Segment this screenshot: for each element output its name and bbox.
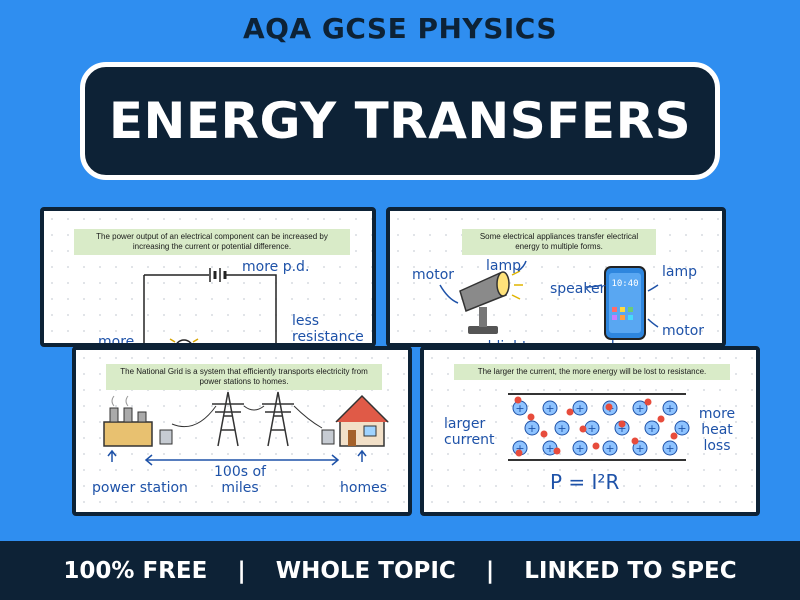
ion-icon: + — [644, 420, 660, 436]
page-title: ENERGY TRANSFERS — [108, 92, 692, 150]
svg-text:+: + — [665, 402, 674, 415]
ion-icon: + — [662, 440, 678, 456]
electron-flow-diagram: ++++++++++++++++++ — [508, 393, 690, 461]
electron-icon — [618, 420, 626, 428]
slide-national-grid: The National Grid is a system that effic… — [72, 346, 412, 516]
label-power-station: power station — [92, 480, 188, 496]
pylon-icon-1 — [212, 391, 244, 447]
label-larger-current: larger current — [444, 416, 495, 448]
ion-icon: + — [602, 440, 618, 456]
label-more-heat-loss: more heat loss — [698, 406, 736, 454]
svg-text:+: + — [575, 442, 584, 455]
svg-text:+: + — [527, 422, 536, 435]
ion-icon: + — [554, 420, 570, 436]
label-homes: homes — [340, 480, 387, 496]
electron-icon — [631, 437, 639, 445]
ion-icon: + — [572, 440, 588, 456]
label-more: more — [98, 334, 135, 347]
ion-icon: + — [584, 420, 600, 436]
electron-icon — [527, 413, 535, 421]
ion-icon: + — [662, 400, 678, 416]
ion-icon: + — [632, 440, 648, 456]
electron-icon — [515, 449, 523, 457]
slide-caption: The power output of an electrical compon… — [74, 229, 350, 255]
svg-text:+: + — [515, 442, 524, 455]
footer-divider: | — [485, 557, 495, 584]
circuit-diagram — [143, 268, 277, 343]
electron-icon — [579, 425, 587, 433]
ion-icon: + — [524, 420, 540, 436]
electron-icon — [670, 432, 678, 440]
label-lamp-2: lamp — [662, 264, 697, 280]
electron-icon — [553, 447, 561, 455]
svg-text:+: + — [515, 402, 524, 415]
svg-text:+: + — [587, 422, 596, 435]
label-less-resistance: less resistance — [292, 313, 364, 345]
svg-text:+: + — [677, 422, 686, 435]
ion-icon: + — [674, 420, 690, 436]
house-icon — [335, 394, 389, 447]
label-searchlight: searchlight — [450, 339, 528, 347]
svg-text:+: + — [635, 402, 644, 415]
ion-icon: + — [512, 400, 528, 416]
svg-text:+: + — [545, 442, 554, 455]
electron-icon — [644, 398, 652, 406]
electron-icon — [657, 415, 665, 423]
slide-current-resistance: The larger the current, the more energy … — [420, 346, 760, 516]
slide-power-output: The power output of an electrical compon… — [40, 207, 376, 347]
label-motor-2: motor — [662, 323, 705, 339]
svg-text:+: + — [635, 442, 644, 455]
electron-icon — [605, 403, 613, 411]
svg-text:+: + — [557, 422, 566, 435]
label-phone: phone — [602, 339, 646, 347]
course-subtitle: AQA GCSE PHYSICS — [242, 12, 558, 45]
slide-caption: The National Grid is a system that effic… — [106, 364, 382, 390]
svg-text:+: + — [665, 442, 674, 455]
svg-text:+: + — [617, 422, 626, 435]
slide-appliances: Some electrical appliances transfer elec… — [386, 207, 726, 347]
svg-text:+: + — [647, 422, 656, 435]
svg-text:+: + — [545, 402, 554, 415]
phone-icon — [604, 266, 646, 340]
electron-icon — [592, 442, 600, 450]
label-distance: 100s of miles — [214, 464, 266, 496]
label-speaker: speaker — [550, 281, 606, 297]
power-formula: P = I²R — [550, 470, 620, 494]
label-lamp: lamp — [486, 258, 521, 274]
footer-linked: LINKED TO SPEC — [524, 557, 737, 584]
footer-whole-topic: WHOLE TOPIC — [275, 557, 456, 584]
national-grid-diagram — [103, 391, 389, 466]
svg-text:+: + — [605, 442, 614, 455]
appliance-illustrations — [439, 260, 659, 340]
ion-icon: + — [572, 400, 588, 416]
electron-icon — [540, 430, 548, 438]
electron-icon — [514, 396, 522, 404]
phone-screen-time: 10:40 — [611, 279, 639, 289]
power-station-icon — [103, 395, 153, 447]
searchlight-icon — [459, 270, 523, 334]
footer-divider: | — [237, 557, 246, 584]
ion-icon: + — [632, 400, 648, 416]
footer-free: 100% FREE — [63, 557, 208, 584]
label-motor: motor — [412, 267, 455, 283]
label-more-pd: more p.d. — [242, 259, 310, 275]
footer-banner: 100% FREE | WHOLE TOPIC | LINKED TO SPEC — [0, 541, 800, 600]
svg-text:+: + — [575, 402, 584, 415]
pylon-icon-2 — [262, 391, 294, 447]
electron-icon — [566, 408, 574, 416]
title-banner: ENERGY TRANSFERS — [80, 62, 720, 180]
ion-icon: + — [542, 400, 558, 416]
slide-caption: The larger the current, the more energy … — [454, 364, 730, 380]
slide-caption: Some electrical appliances transfer elec… — [462, 229, 656, 255]
